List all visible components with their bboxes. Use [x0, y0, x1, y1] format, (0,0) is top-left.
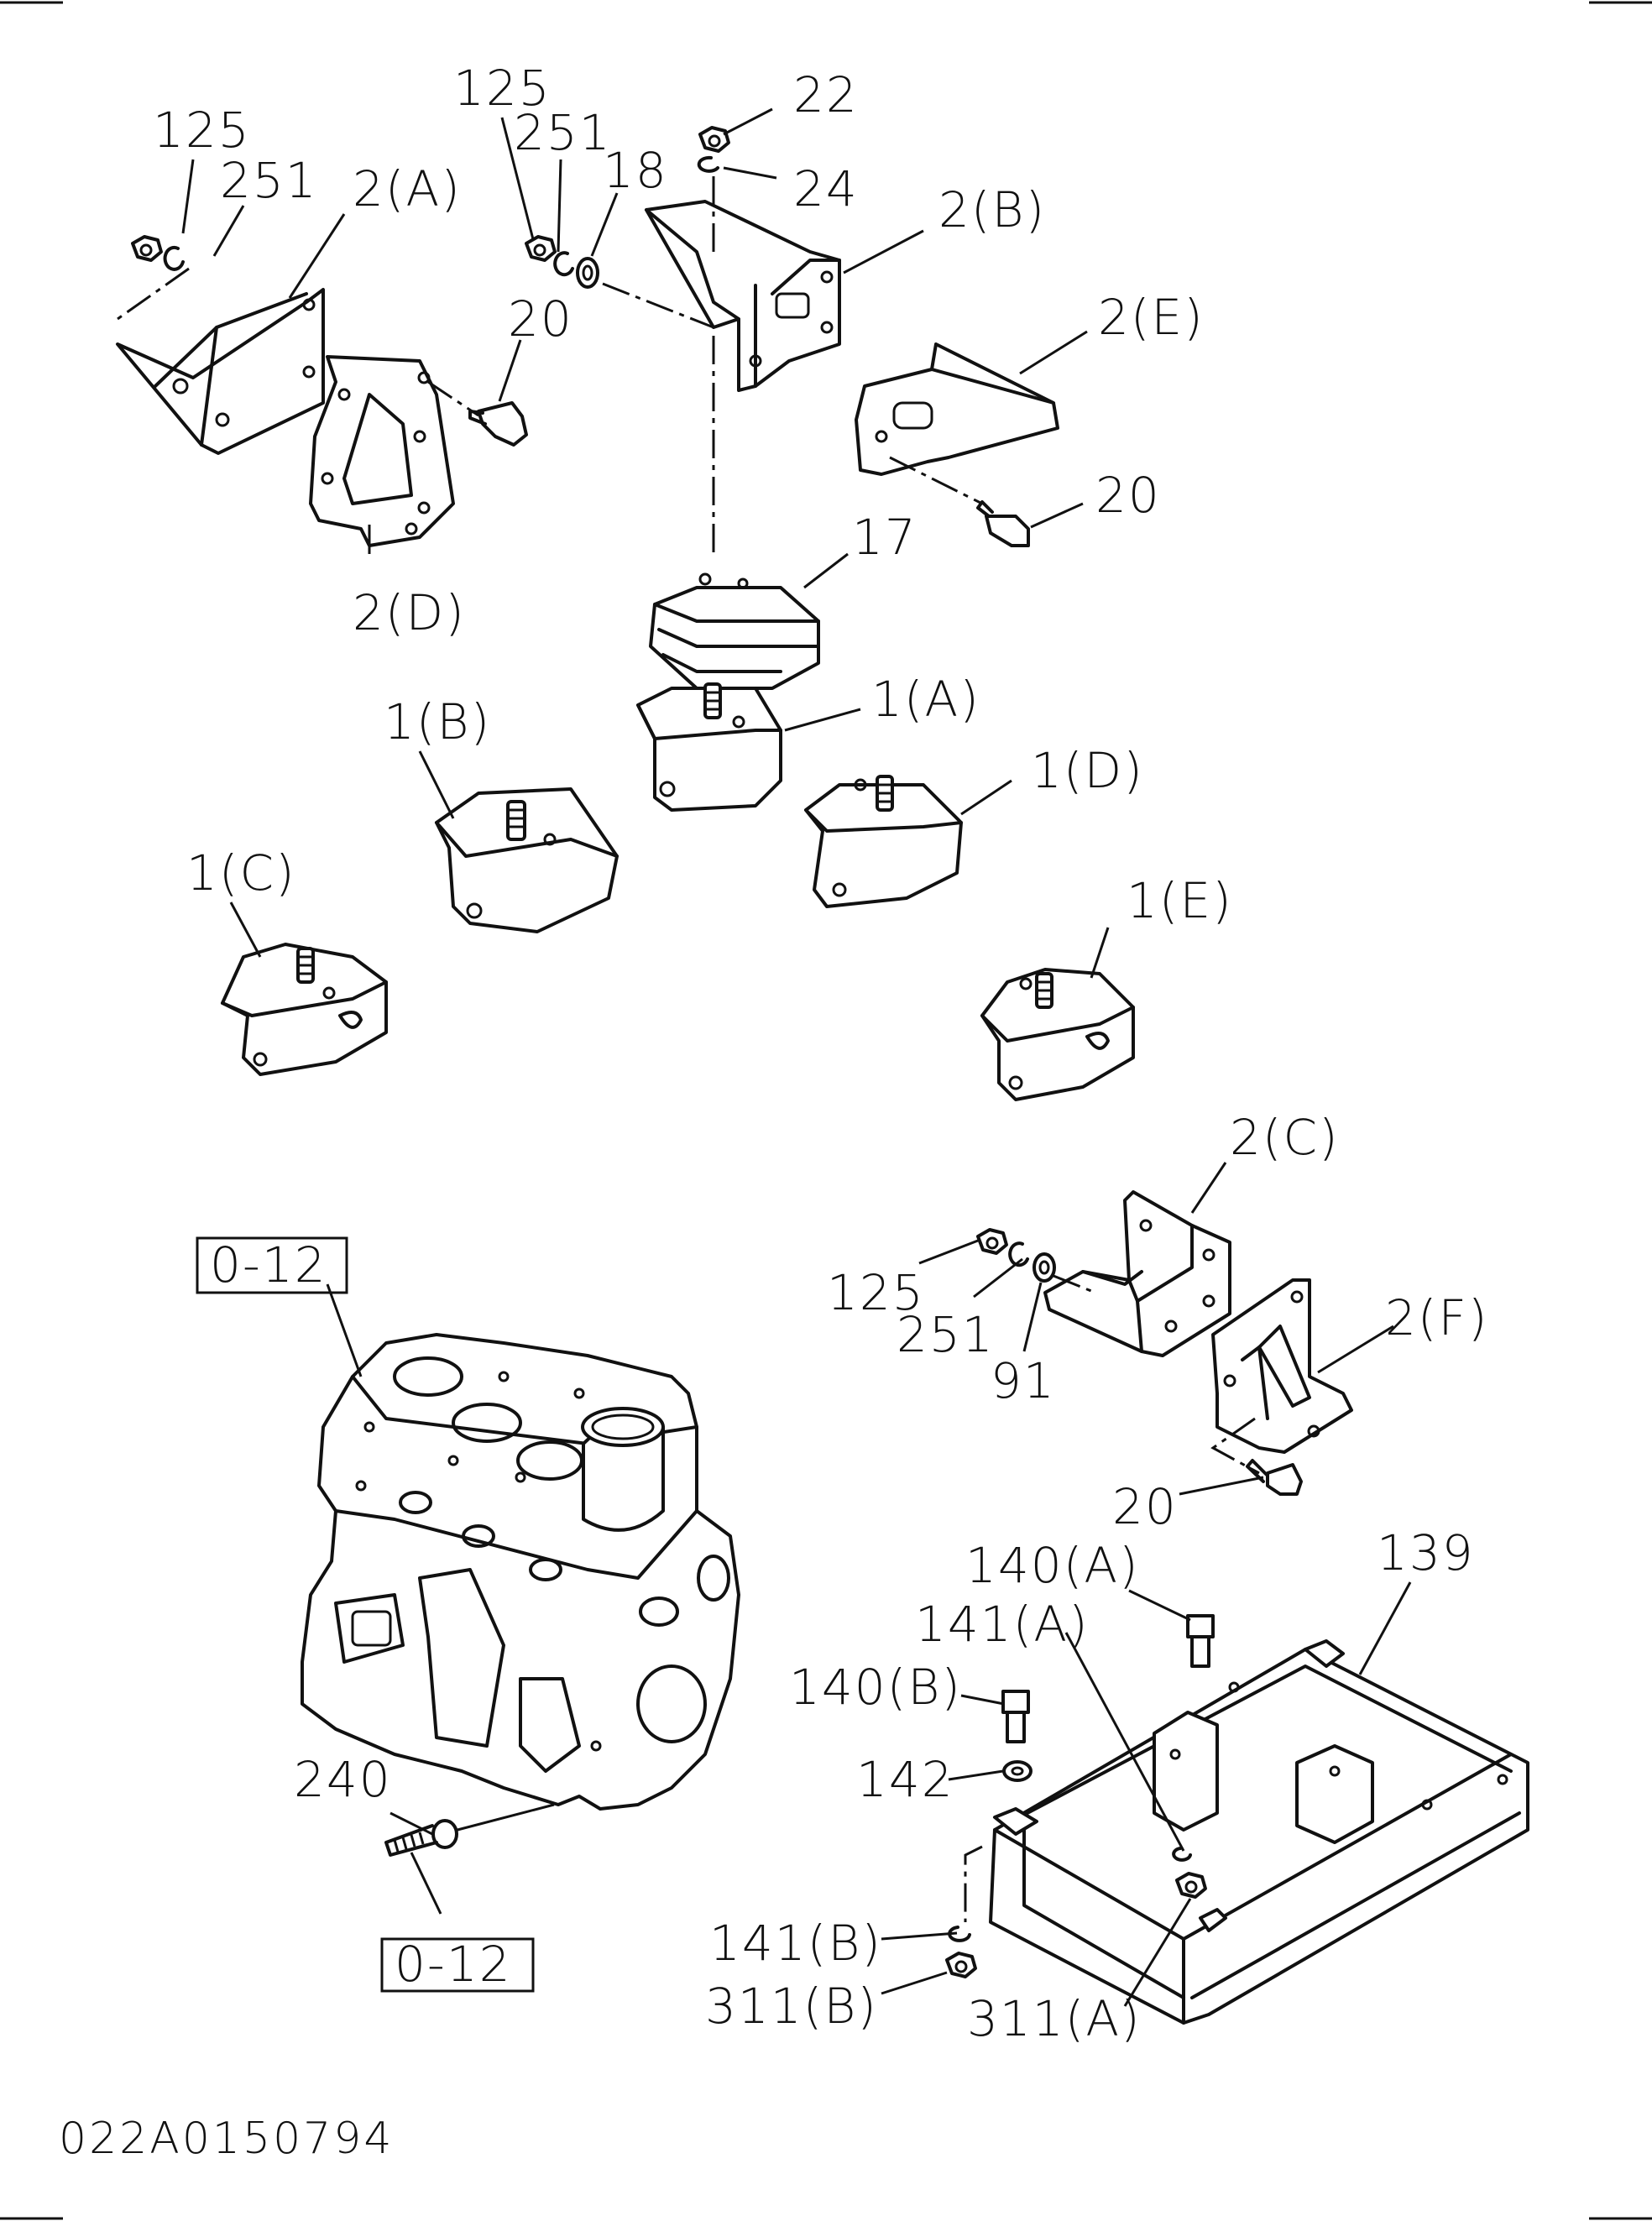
label-20-lower: 20 — [1112, 1478, 1178, 1535]
label-142: 142 — [856, 1751, 954, 1808]
bolt-140A — [1186, 1614, 1215, 1668]
washer-251-left — [163, 245, 185, 271]
stud-240-assembly — [384, 1819, 458, 1857]
washer-18 — [576, 257, 599, 289]
bracket-2F — [1211, 1278, 1353, 1454]
bracket-2A — [116, 288, 325, 455]
label-1C: 1(C) — [186, 844, 296, 901]
label-22: 22 — [793, 66, 859, 123]
mount-1B — [435, 787, 619, 933]
bracket-2C — [1043, 1190, 1231, 1357]
label-18: 18 — [603, 142, 668, 199]
frame-139 — [989, 1639, 1529, 2025]
axis-141B — [964, 1845, 983, 1922]
nut-311A — [1175, 1872, 1207, 1899]
nut-125-center — [525, 235, 557, 262]
label-2D: 2(D) — [353, 584, 466, 641]
label-251-center: 251 — [514, 104, 612, 161]
part-labels: 125 251 2(A) 125 251 18 22 24 2(B) 2(E) … — [153, 60, 1489, 2047]
label-311A: 311(A) — [967, 1990, 1142, 2047]
bolt-140B — [1001, 1690, 1030, 1743]
washer-251-center — [553, 251, 574, 277]
bracket-2D — [309, 355, 455, 547]
label-1D: 1(D) — [1031, 742, 1144, 799]
label-311B: 311(B) — [705, 1978, 878, 2035]
label-125-left: 125 — [153, 102, 251, 159]
label-17: 17 — [852, 509, 917, 566]
ref-box-top[interactable]: 0-12 — [196, 1236, 348, 1294]
bracket-2B — [645, 200, 841, 392]
label-24: 24 — [793, 160, 859, 217]
nut-125-left — [131, 235, 163, 262]
label-2B: 2(B) — [938, 181, 1046, 238]
label-240: 240 — [294, 1751, 392, 1808]
label-140B: 140(B) — [789, 1659, 962, 1716]
washer-142 — [1002, 1760, 1032, 1782]
label-139: 139 — [1377, 1524, 1475, 1581]
ref-box-top-text: 0-12 — [210, 1236, 327, 1293]
mount-1D — [804, 775, 963, 908]
label-251-left: 251 — [220, 152, 318, 209]
leader-lines — [181, 107, 1412, 2007]
mount-1A — [636, 682, 782, 812]
axis-2C — [1053, 1274, 1096, 1294]
washer-141A — [1172, 1847, 1192, 1862]
label-141A: 141(A) — [915, 1596, 1090, 1653]
label-140A: 140(A) — [965, 1537, 1140, 1594]
bolt-20-top — [468, 401, 528, 447]
label-2A: 2(A) — [353, 160, 462, 217]
axis-2A — [117, 267, 190, 321]
mount-1E — [980, 968, 1135, 1101]
label-20-right: 20 — [1095, 467, 1161, 524]
label-251-right: 251 — [897, 1306, 995, 1363]
label-1B: 1(B) — [384, 693, 491, 750]
bolt-20-lower — [1246, 1459, 1303, 1496]
axis-2E — [889, 456, 983, 505]
bracket-2E — [855, 342, 1059, 476]
nut-125-right — [976, 1228, 1008, 1255]
mount-1C — [221, 943, 388, 1076]
label-141B: 141(B) — [709, 1915, 882, 1972]
ref-box-bottom[interactable]: 0-12 — [380, 1936, 535, 1993]
label-125-center: 125 — [453, 60, 552, 117]
label-1E: 1(E) — [1127, 872, 1233, 929]
ref-box-bottom-text: 0-12 — [395, 1936, 512, 1993]
label-2C: 2(C) — [1230, 1109, 1340, 1166]
label-125-right: 125 — [827, 1264, 925, 1321]
label-2F: 2(F) — [1385, 1289, 1489, 1346]
washer-91 — [1032, 1252, 1056, 1283]
washer-141B — [948, 1926, 971, 1942]
label-1A: 1(A) — [871, 671, 980, 728]
washer-251-right — [1008, 1241, 1029, 1267]
nut-22 — [698, 126, 730, 153]
label-20-top: 20 — [508, 290, 573, 348]
nut-311B — [945, 1952, 977, 1978]
axis-2F — [1210, 1417, 1260, 1475]
axis-2B-side — [602, 282, 714, 329]
label-2E: 2(E) — [1098, 289, 1205, 346]
washer-24 — [697, 155, 719, 173]
label-91: 91 — [991, 1352, 1056, 1409]
axis-2D — [427, 380, 479, 417]
rubber-pad-17 — [649, 572, 820, 690]
drawing-code: 022A0150794 — [59, 2114, 394, 2164]
bolt-20-right — [976, 500, 1030, 547]
engine-block — [301, 1333, 740, 1811]
